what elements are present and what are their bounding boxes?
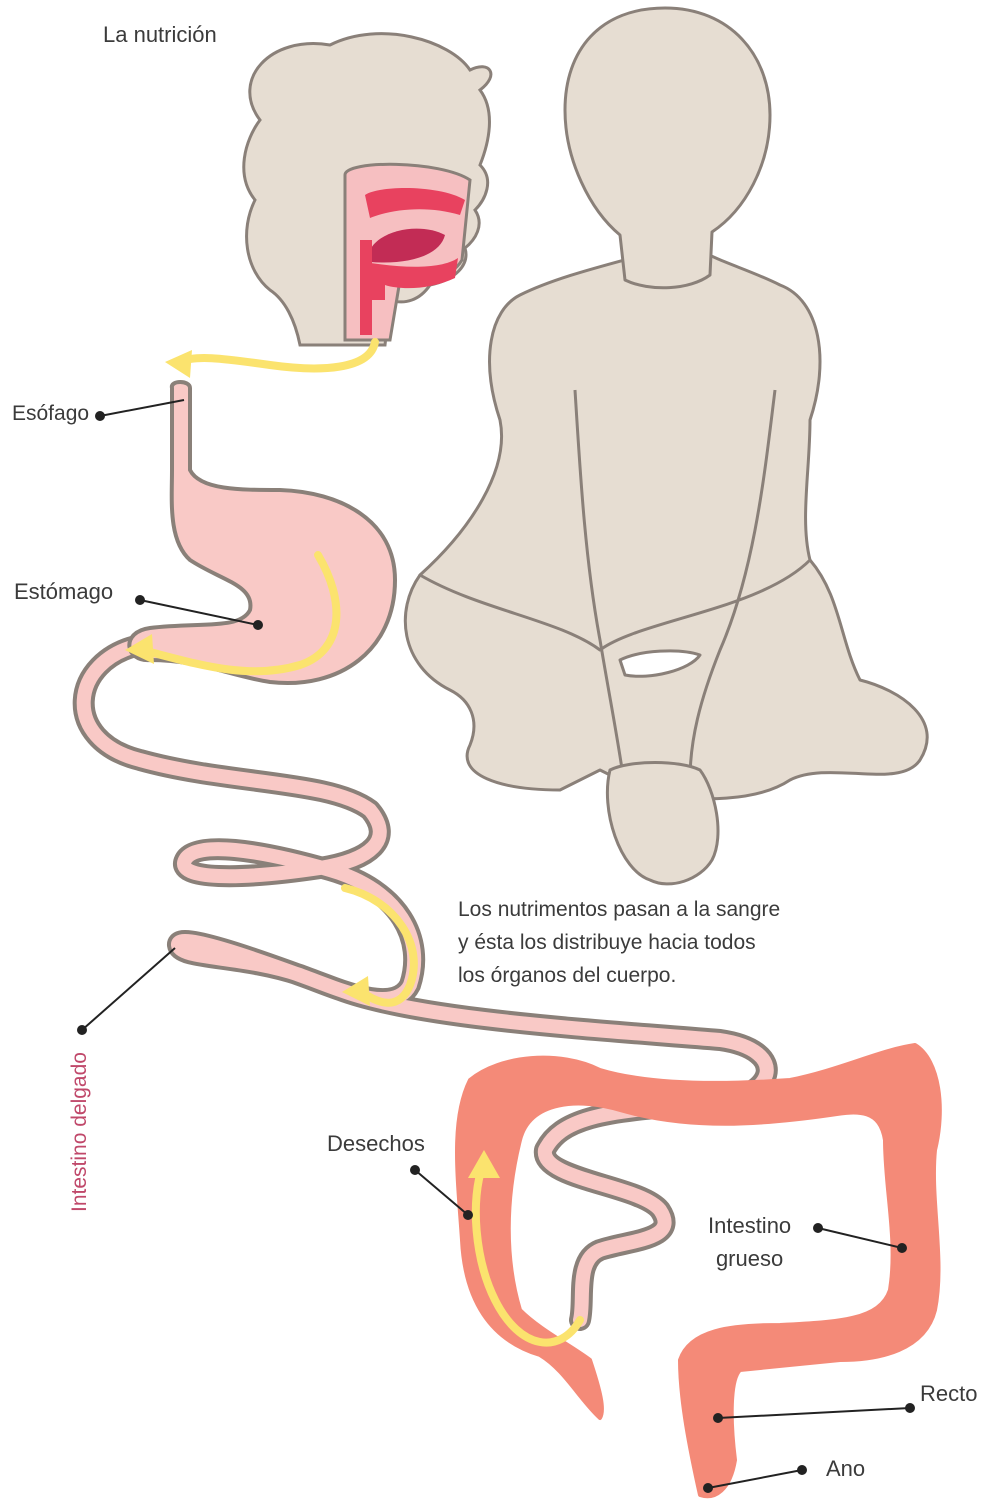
leader-ano-dot-a [704, 1484, 712, 1492]
leader-estomago-dot-a [136, 596, 144, 604]
nutrients-note-line: y ésta los distribuye hacia todos [458, 926, 780, 959]
child-head [565, 8, 770, 288]
leader-esofago-dot [96, 412, 104, 420]
leader-recto-dot-b [906, 1404, 914, 1412]
label-intestino-grueso-line2: grueso [708, 1242, 791, 1275]
leader-intestino-grueso-dot-b [898, 1244, 906, 1252]
label-intestino-delgado: Intestino delgado [68, 1092, 92, 1212]
label-esofago: Esófago [12, 402, 89, 426]
leader-ano-dot-b [798, 1466, 806, 1474]
label-recto: Recto [920, 1381, 977, 1407]
label-ano: Ano [826, 1456, 865, 1482]
leader-desechos-dot-a [411, 1166, 419, 1174]
head-profile [244, 34, 491, 345]
diagram-title: La nutrición [103, 22, 217, 48]
leader-intestino-delgado [82, 948, 175, 1030]
leader-desechos-dot-b [464, 1211, 472, 1219]
nutrients-note-line: los órganos del cuerpo. [458, 959, 780, 992]
large-intestine [457, 1045, 940, 1496]
label-intestino-grueso: Intestino grueso [708, 1209, 791, 1275]
leader-intestino-delgado-dot [78, 1026, 86, 1034]
leader-estomago [140, 600, 258, 625]
label-estomago: Estómago [14, 579, 113, 605]
nutrients-note-line: Los nutrimentos pasan a la sangre [458, 893, 780, 926]
child-hands [607, 763, 718, 884]
label-desechos: Desechos [327, 1131, 425, 1157]
leader-intestino-grueso-dot-a [814, 1224, 822, 1232]
leader-recto-dot-a [714, 1414, 722, 1422]
leader-recto [718, 1408, 910, 1418]
label-intestino-grueso-line1: Intestino [708, 1209, 791, 1242]
child-torso [420, 250, 820, 650]
nutrients-note: Los nutrimentos pasan a la sangre y ésta… [458, 893, 780, 992]
leader-intestino-grueso [818, 1228, 902, 1248]
leader-estomago-dot-b [254, 621, 262, 629]
stomach [129, 382, 395, 683]
arrowhead-esophagus [165, 350, 192, 378]
